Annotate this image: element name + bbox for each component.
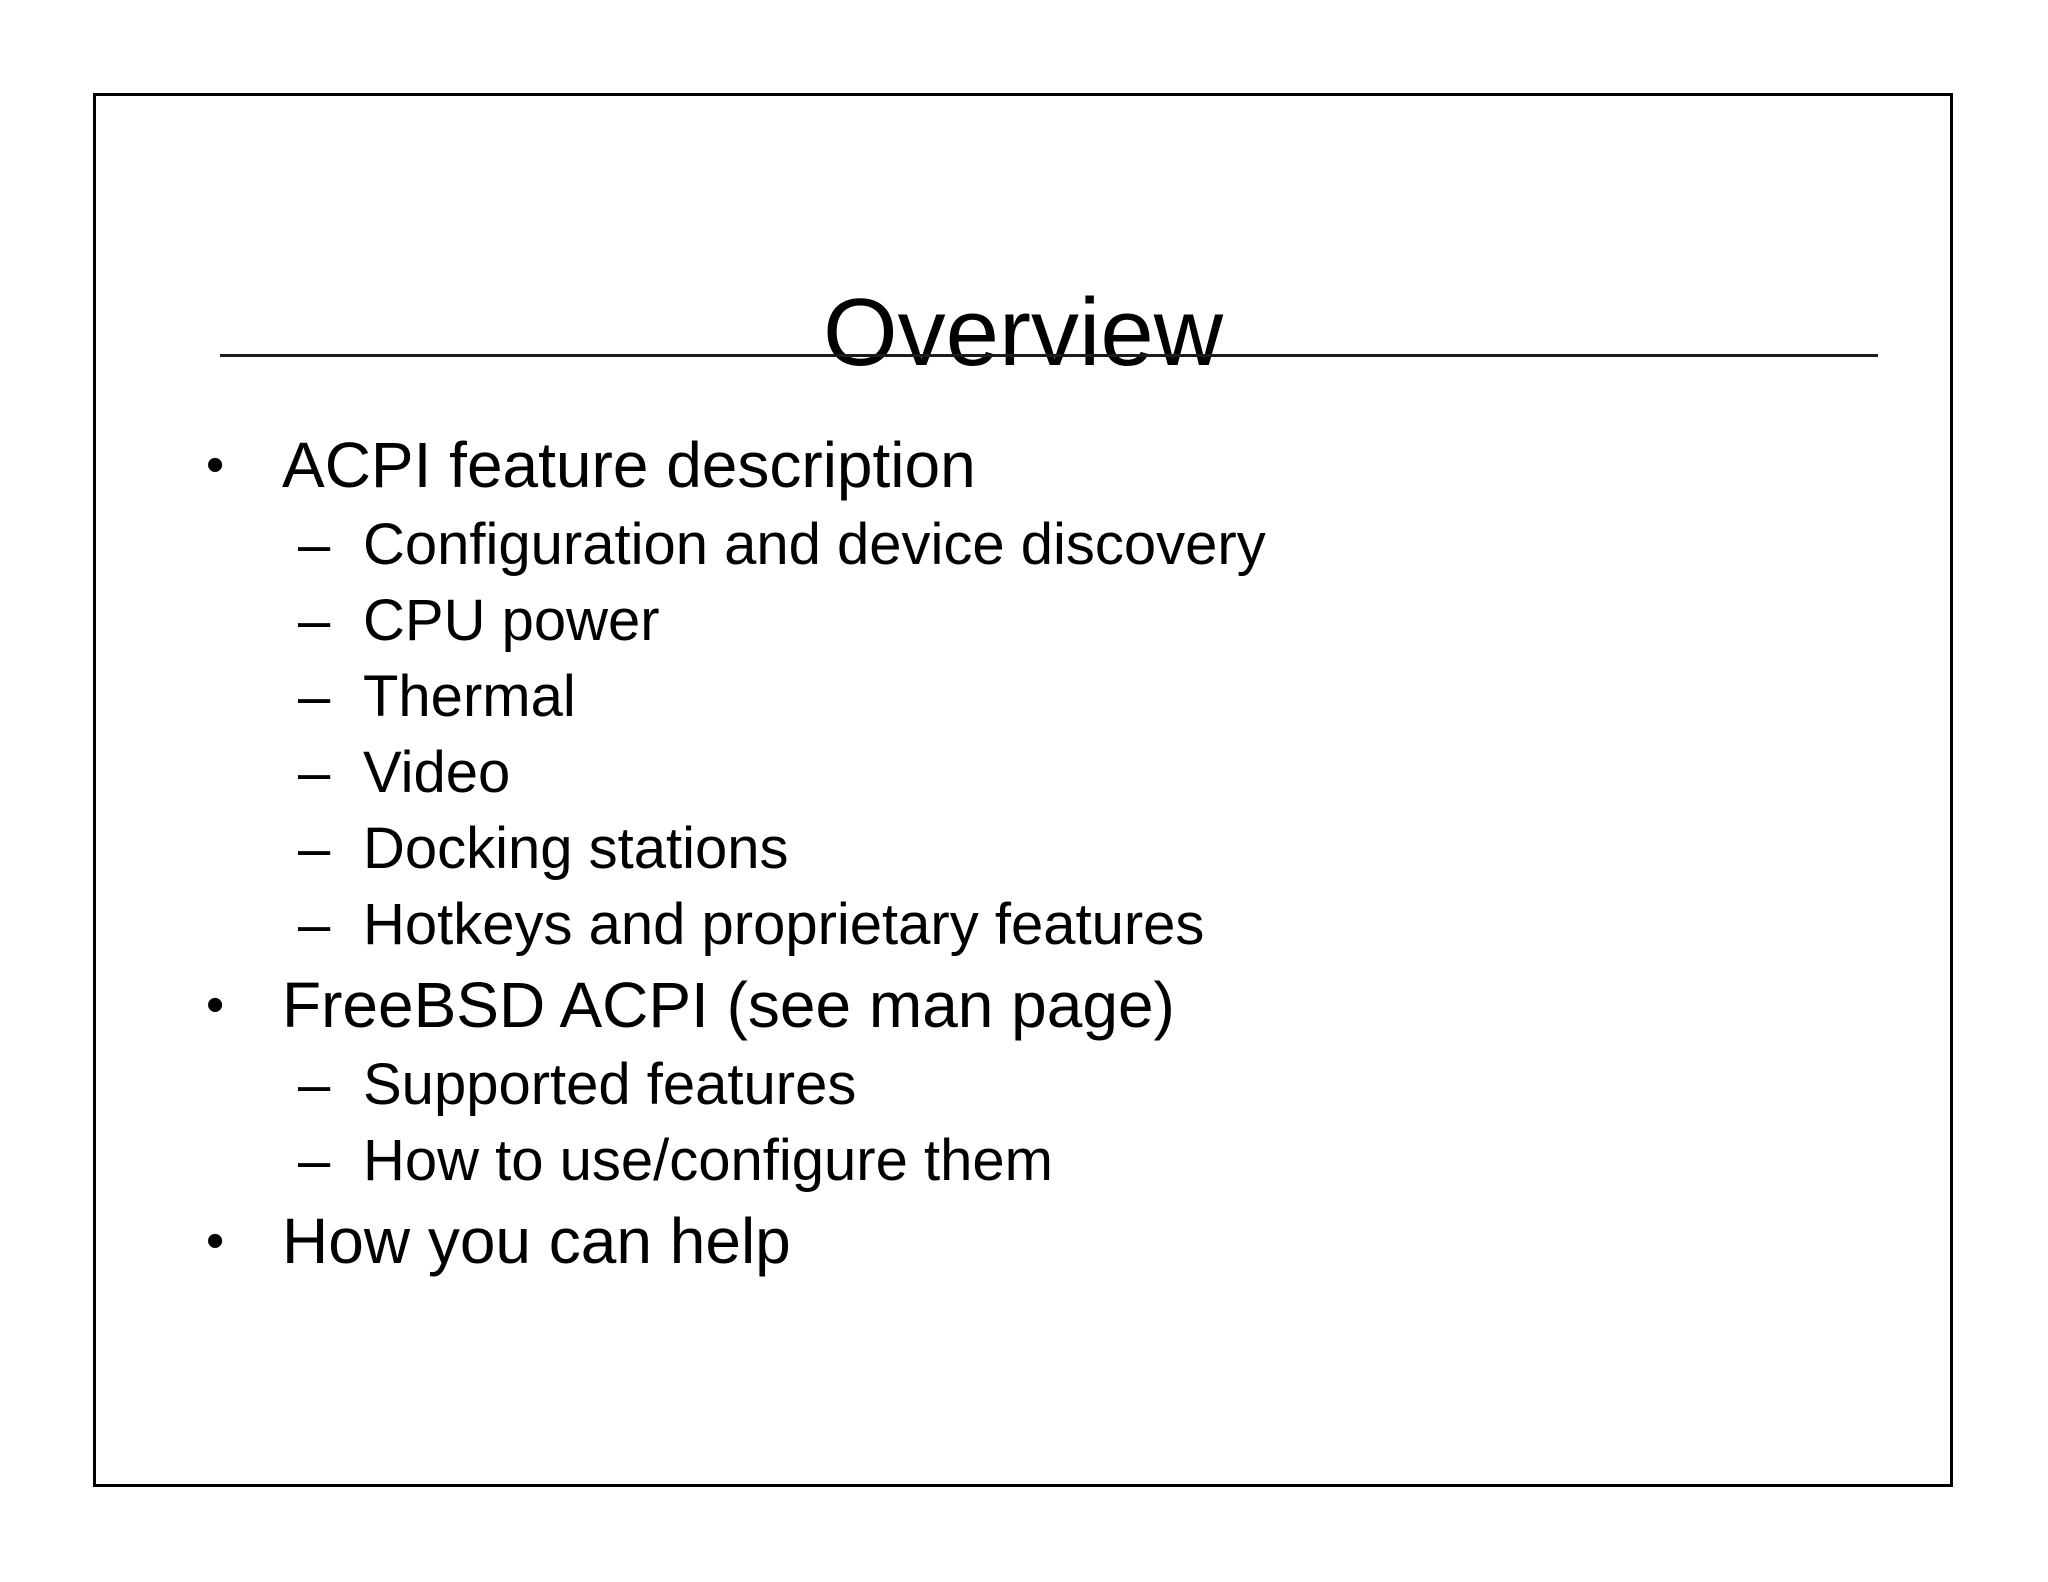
dash-marker-icon: – [298,664,331,729]
list-item: – Hotkeys and proprietary features [96,887,1950,963]
list-item-label: CPU power [363,588,660,653]
list-item-label: Docking stations [363,816,789,881]
bullet-list: • ACPI feature description – Configurati… [96,423,1950,1283]
list-item-label: Thermal [363,664,576,729]
list-item-label: Video [363,740,511,805]
list-item: – How to use/configure them [96,1123,1950,1199]
list-item: • ACPI feature description [96,423,1950,507]
dash-marker-icon: – [298,1128,331,1193]
slide-frame: Overview • ACPI feature description – Co… [93,93,1953,1487]
list-item: – CPU power [96,583,1950,659]
dash-marker-icon: – [298,740,331,805]
title-divider [220,354,1878,357]
bullet-marker-icon: • [206,976,225,1034]
list-item-label: How to use/configure them [363,1128,1053,1193]
list-item-label: FreeBSD ACPI (see man page) [282,969,1175,1041]
list-item-label: Configuration and device discovery [363,512,1266,577]
list-item: – Video [96,735,1950,811]
dash-marker-icon: – [298,1052,331,1117]
dash-marker-icon: – [298,512,331,577]
list-item: – Supported features [96,1047,1950,1123]
list-item: • How you can help [96,1199,1950,1283]
dash-marker-icon: – [298,816,331,881]
list-item-label: How you can help [282,1205,791,1277]
bullet-marker-icon: • [206,436,225,494]
list-item-label: ACPI feature description [282,429,976,501]
list-item: • FreeBSD ACPI (see man page) [96,963,1950,1047]
list-item-label: Supported features [363,1052,857,1117]
list-item: – Configuration and device discovery [96,507,1950,583]
list-item-label: Hotkeys and proprietary features [363,892,1205,957]
bullet-marker-icon: • [206,1212,225,1270]
dash-marker-icon: – [298,588,331,653]
page-title: Overview [822,279,1224,387]
list-item: – Thermal [96,659,1950,735]
list-item: – Docking stations [96,811,1950,887]
dash-marker-icon: – [298,892,331,957]
